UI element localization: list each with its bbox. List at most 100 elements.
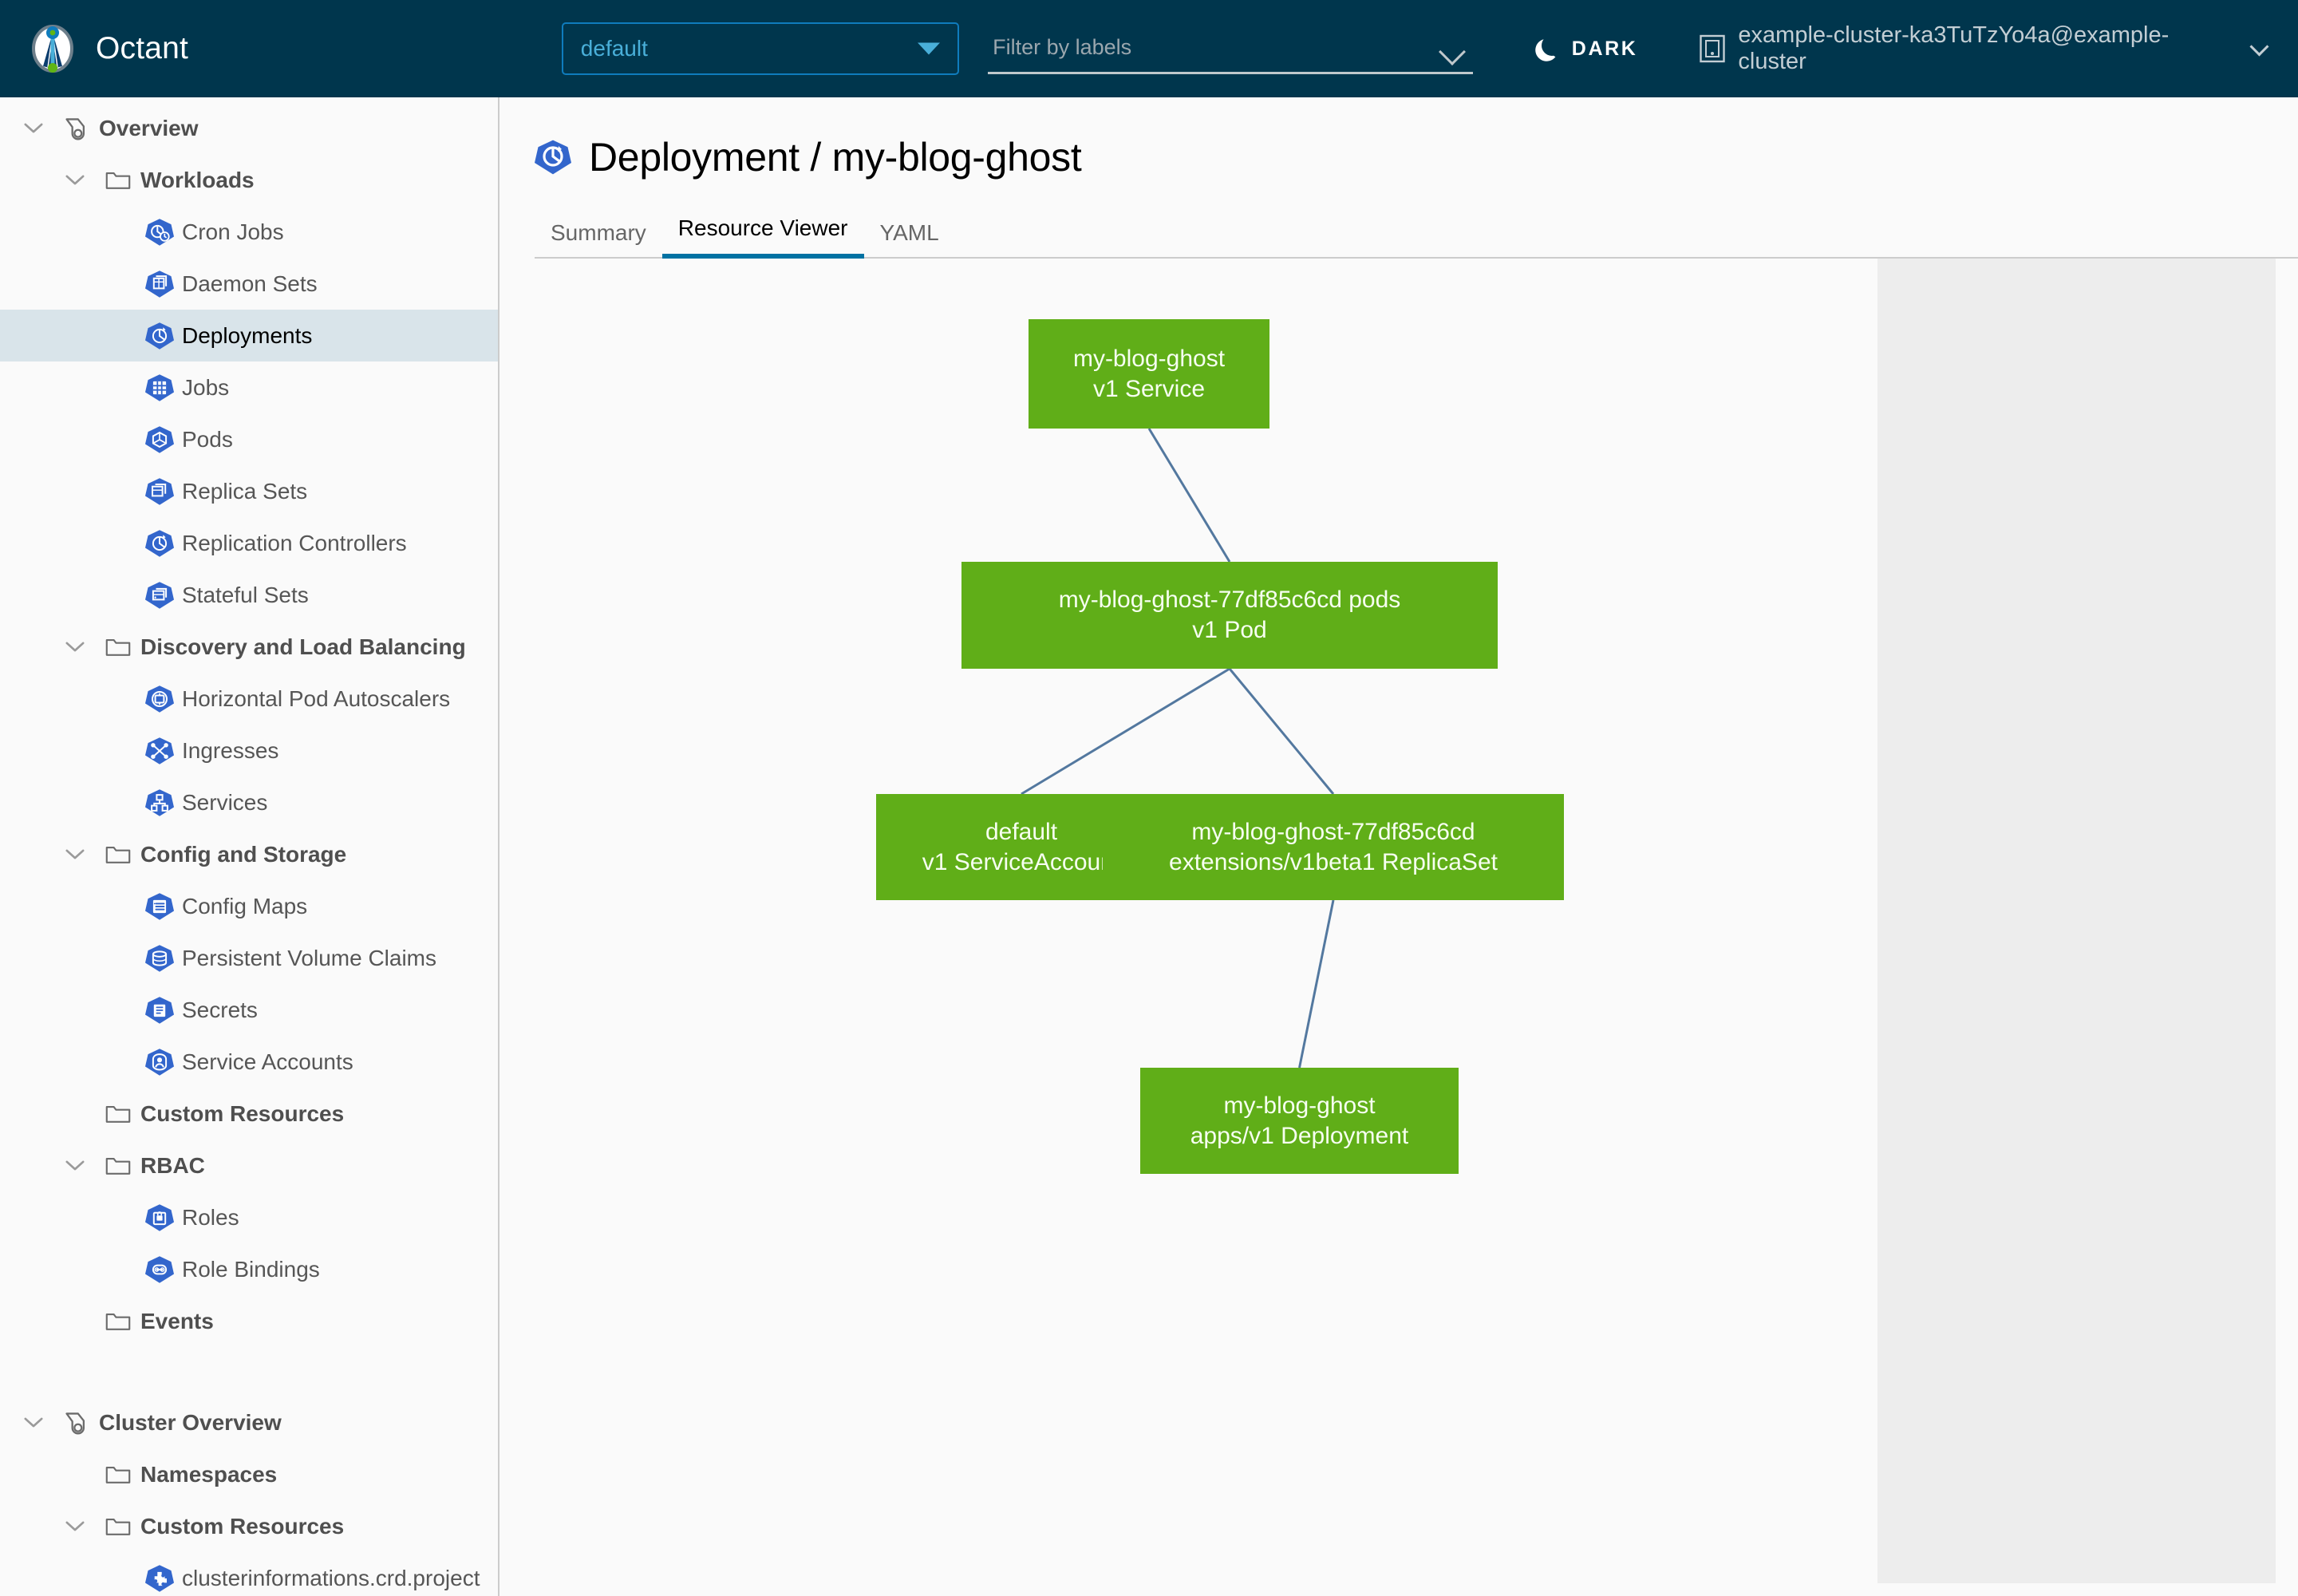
sidebar-item-events[interactable]: Events [0, 1295, 498, 1347]
sidebar-item-label: Deployments [182, 322, 313, 348]
moon-icon [1534, 35, 1561, 62]
sidebar-item-label: Daemon Sets [182, 271, 318, 296]
resource-edge-svc-pod [1147, 428, 1231, 563]
k8s-pvc-icon [137, 944, 182, 973]
sidebar-item-label: Pods [182, 426, 233, 452]
resource-node-kind: apps/v1 Deployment [1190, 1122, 1409, 1149]
sidebar-item-label: Service Accounts [182, 1049, 353, 1074]
sidebar-item-label: Workloads [140, 167, 255, 192]
resource-node-kind: v1 Pod [1192, 617, 1267, 643]
chevron-down-icon[interactable] [13, 121, 54, 135]
sidebar-item-label: Replication Controllers [182, 530, 407, 555]
resource-node-kind: v1 Service [1092, 375, 1206, 402]
namespace-select[interactable]: default [561, 22, 960, 75]
sidebar-item-label: Config Maps [182, 893, 308, 918]
sidebar-item-discovery-and-load-balancing[interactable]: Discovery and Load Balancing [0, 621, 498, 673]
sidebar-item-clusterinformations-crd-project[interactable]: clusterinformations.crd.project [0, 1552, 498, 1596]
sidebar-item-overview[interactable]: Overview [0, 102, 498, 154]
k8s-service-icon [137, 788, 182, 817]
sidebar-item-namespaces[interactable]: Namespaces [0, 1448, 498, 1500]
sidebar-item-label: Role Bindings [182, 1256, 320, 1282]
tab-yaml[interactable]: YAML [879, 220, 939, 245]
k8s-daemonset-icon [137, 270, 182, 298]
chevron-down-icon [1438, 38, 1466, 66]
sidebar-item-ingresses[interactable]: Ingresses [0, 725, 498, 776]
namespace-value: default [580, 36, 648, 61]
tab-summary[interactable]: Summary [551, 220, 646, 245]
sidebar-item-role-bindings[interactable]: Role Bindings [0, 1243, 498, 1295]
sidebar-item-replication-controllers[interactable]: Replication Controllers [0, 517, 498, 569]
chevron-down-icon[interactable] [54, 1519, 96, 1533]
sidebar-item-secrets[interactable]: Secrets [0, 984, 498, 1036]
cluster-picker[interactable]: example-cluster-ka3TuTzYo4a@example-clus… [1700, 22, 2269, 75]
chevron-down-icon[interactable] [54, 173, 96, 187]
chevron-down-icon[interactable] [54, 1159, 96, 1172]
k8s-crd-icon [137, 1564, 182, 1593]
k8s-job-icon [137, 373, 182, 402]
sidebar-item-stateful-sets[interactable]: Stateful Sets [0, 569, 498, 621]
sidebar-item-label: Cron Jobs [182, 219, 284, 244]
sidebar-item-cron-jobs[interactable]: Cron Jobs [0, 206, 498, 258]
sidebar-item-roles[interactable]: Roles [0, 1191, 498, 1243]
label-filter[interactable]: Filter by labels [988, 23, 1473, 74]
sidebar-item-label: Roles [182, 1204, 239, 1230]
tab-bar[interactable]: Summary Resource Viewer YAML [535, 204, 2298, 259]
sidebar-spacer [0, 1347, 498, 1396]
sidebar-item-config-maps[interactable]: Config Maps [0, 880, 498, 932]
sidebar-item-config-and-storage[interactable]: Config and Storage [0, 828, 498, 880]
folder-icon [96, 636, 140, 658]
sidebar-item-custom-resources[interactable]: Custom Resources [0, 1088, 498, 1140]
sidebar-item-label: Cluster Overview [99, 1409, 282, 1435]
resource-node-kind: v1 ServiceAccount [922, 848, 1121, 875]
k8s-hpa-icon [137, 685, 182, 713]
folder-icon [96, 1155, 140, 1177]
sidebar-item-services[interactable]: Services [0, 776, 498, 828]
octant-logo-icon [27, 23, 78, 74]
sidebar-item-service-accounts[interactable]: Service Accounts [0, 1036, 498, 1088]
sidebar-item-label: Ingresses [182, 737, 279, 763]
sidebar-item-replica-sets[interactable]: Replica Sets [0, 465, 498, 517]
folder-icon [96, 1103, 140, 1125]
app-header: Octant default Filter by labels DARK [0, 0, 2298, 97]
resource-node-name: default [985, 818, 1058, 845]
sidebar-item-label: Custom Resources [140, 1100, 345, 1126]
chevron-down-icon[interactable] [54, 847, 96, 861]
theme-toggle[interactable]: DARK [1534, 35, 1638, 62]
resource-graph-edges [1021, 428, 1335, 1069]
k8s-configmap-icon [137, 892, 182, 921]
brand[interactable]: Octant [27, 23, 488, 74]
k8s-replicaset-icon [137, 477, 182, 506]
tab-resource-viewer[interactable]: Resource Viewer [661, 204, 864, 259]
sidebar-item-label: Secrets [182, 997, 258, 1022]
brand-name: Octant [96, 31, 189, 65]
sidebar-item-workloads[interactable]: Workloads [0, 154, 498, 206]
sidebar-item-horizontal-pod-autoscalers[interactable]: Horizontal Pod Autoscalers [0, 673, 498, 725]
sidebar-item-rbac[interactable]: RBAC [0, 1140, 498, 1191]
label-filter-placeholder: Filter by labels [993, 35, 1132, 59]
chevron-down-icon[interactable] [54, 640, 96, 654]
sidebar-item-persistent-volume-claims[interactable]: Persistent Volume Claims [0, 932, 498, 984]
sidebar-item-custom-resources[interactable]: Custom Resources [0, 1500, 498, 1552]
cluster-icon [1700, 34, 1726, 63]
sidebar-item-label: Replica Sets [182, 478, 308, 504]
chevron-down-icon[interactable] [13, 1416, 54, 1429]
k8s-deployment-icon [137, 322, 182, 350]
k8s-cronjob-icon [137, 218, 182, 247]
resource-edge-rs-dep [1298, 899, 1335, 1069]
k8s-secret-icon [137, 996, 182, 1025]
sidebar-item-daemon-sets[interactable]: Daemon Sets [0, 258, 498, 310]
resource-edge-pod-sa [1021, 667, 1230, 796]
k8s-deployment-icon [535, 139, 571, 176]
sidebar-item-jobs[interactable]: Jobs [0, 361, 498, 413]
sidebar-item-cluster-overview[interactable]: Cluster Overview [0, 1396, 498, 1448]
sidebar-item-deployments[interactable]: Deployments [0, 310, 498, 361]
sidebar-item-pods[interactable]: Pods [0, 413, 498, 465]
